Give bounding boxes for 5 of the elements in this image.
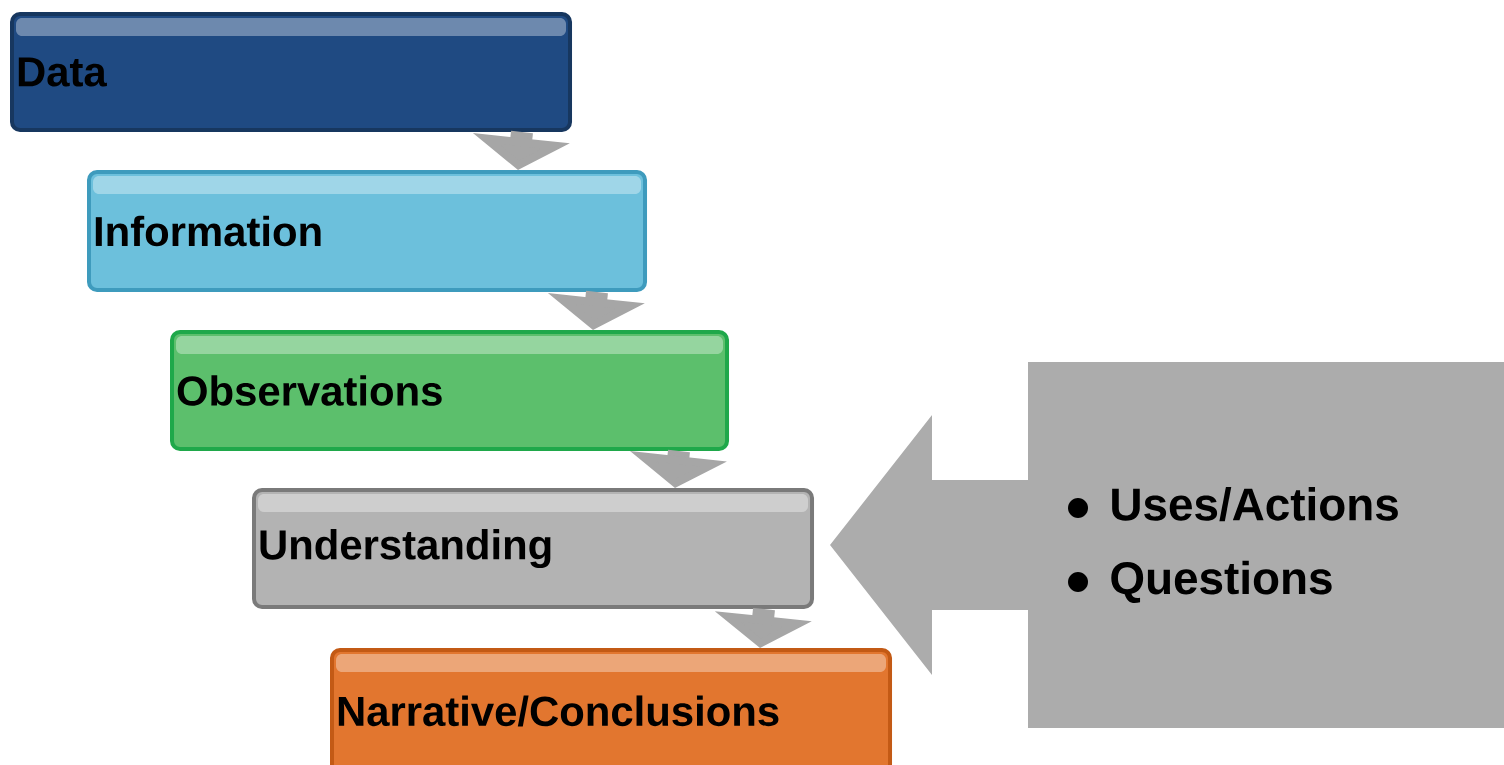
process-box: Narrative/Conclusions <box>330 648 892 765</box>
process-box: Understanding <box>252 488 814 609</box>
process-box: Data <box>10 12 572 132</box>
process-box: Information <box>87 170 648 292</box>
process-box: Observations <box>170 330 730 451</box>
